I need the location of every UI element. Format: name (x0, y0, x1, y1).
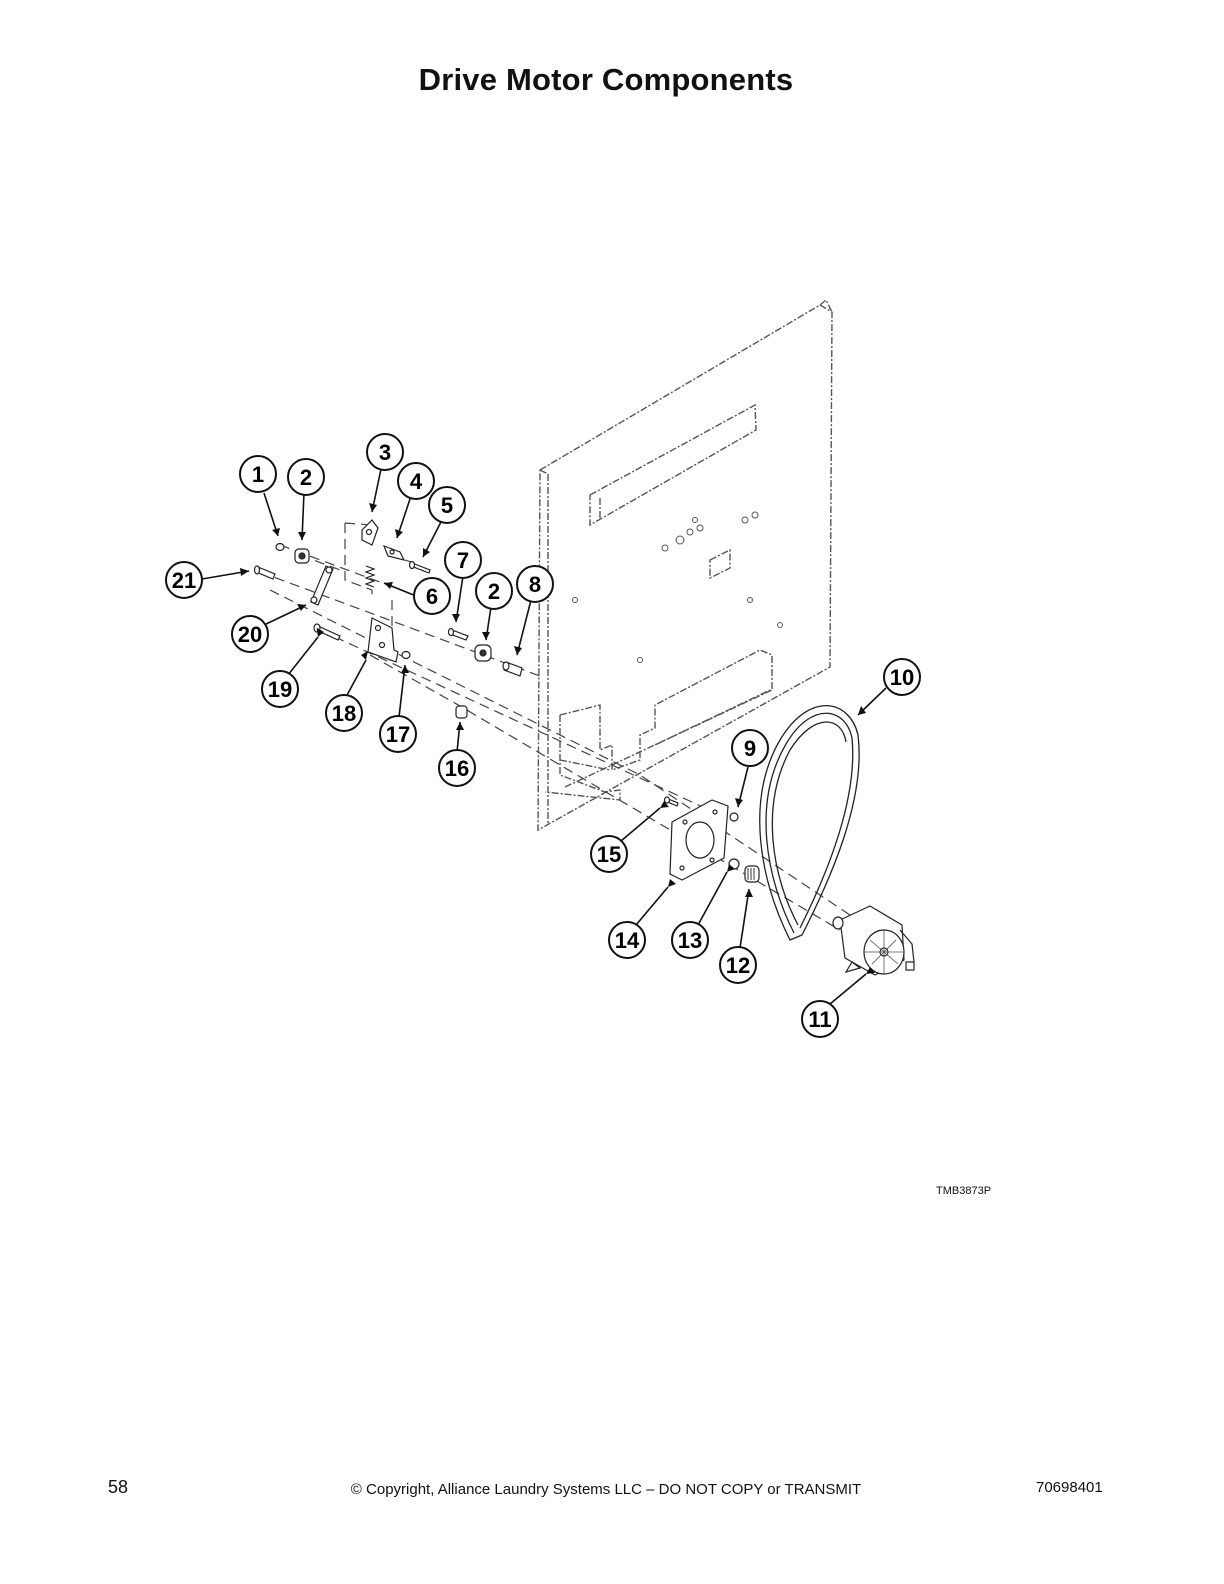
callout-14: 14 (608, 921, 646, 959)
part-screw-15 (663, 796, 679, 807)
callouts: 1 2 3 4 5 6 7 2 8 10 9 21 20 19 18 17 16… (165, 433, 921, 1038)
callout-12: 12 (719, 946, 757, 984)
page-number: 58 (108, 1477, 129, 1497)
part-belt-10 (759, 704, 860, 941)
callout-label: 3 (379, 440, 391, 465)
callout-label: 11 (808, 1007, 831, 1032)
callout-2a: 2 (287, 458, 325, 496)
callout-4: 4 (397, 462, 435, 500)
document-number: 70698401 (1036, 1479, 1103, 1496)
callout-label: 19 (268, 677, 292, 702)
callout-label: 9 (744, 736, 756, 761)
callout-label: 17 (386, 722, 410, 747)
figure-id: TMB3873P (936, 1185, 992, 1197)
panel-holes (572, 511, 783, 663)
copyright-notice: © Copyright, Alliance Laundry Systems LL… (350, 1481, 862, 1498)
callout-label: 2 (300, 465, 312, 490)
callout-7: 7 (444, 541, 482, 579)
page-title: Drive Motor Components (418, 62, 794, 97)
callout-13: 13 (671, 921, 709, 959)
callout-label: 10 (890, 665, 914, 690)
callout-label: 7 (457, 548, 469, 573)
callout-10: 10 (883, 658, 921, 696)
callout-label: 14 (615, 928, 640, 953)
callout-label: 1 (252, 462, 264, 487)
callout-18: 18 (325, 694, 363, 732)
part-bushing-2b (474, 644, 492, 662)
part-mount-plate-14 (669, 799, 729, 881)
callout-label: 8 (529, 572, 541, 597)
callout-label: 21 (172, 568, 196, 593)
part-spring-6 (364, 565, 376, 588)
callout-11: 11 (801, 1000, 839, 1038)
callout-17: 17 (379, 715, 417, 753)
callout-8: 8 (516, 565, 554, 603)
callout-21: 21 (165, 561, 203, 599)
part-lever-3 (361, 519, 379, 546)
part-spacer-16 (455, 705, 468, 719)
part-pin-21 (253, 565, 276, 580)
arrow-heads (240, 503, 875, 974)
part-link-arm-20 (310, 565, 334, 606)
part-nut-1 (275, 542, 285, 552)
part-motor-11 (832, 905, 915, 976)
callout-label: 13 (678, 928, 702, 953)
rear-panel (537, 298, 833, 832)
part-plate-4 (382, 544, 406, 561)
callout-20: 20 (231, 615, 269, 653)
callout-label: 12 (726, 953, 750, 978)
callout-label: 18 (332, 701, 356, 726)
callout-16: 16 (438, 749, 476, 787)
callout-label: 2 (488, 579, 500, 604)
part-nut-17 (401, 650, 411, 660)
callout-label: 20 (238, 622, 262, 647)
part-pulley-12 (744, 865, 760, 883)
callout-19: 19 (261, 670, 299, 708)
callout-label: 4 (410, 469, 423, 494)
callout-label: 16 (445, 756, 469, 781)
callout-1: 1 (239, 455, 277, 493)
callout-6: 6 (413, 577, 451, 615)
part-spacer-8 (502, 661, 523, 677)
part-bracket-18 (367, 617, 399, 663)
callout-label: 6 (426, 584, 438, 609)
callout-3: 3 (366, 433, 404, 471)
callout-5: 5 (428, 486, 466, 524)
part-screw-5 (408, 560, 431, 574)
callout-15: 15 (590, 835, 628, 873)
callout-2b: 2 (475, 572, 513, 610)
callout-label: 15 (597, 842, 621, 867)
callout-9: 9 (731, 729, 769, 767)
part-bushing-2a (294, 548, 310, 564)
part-screw-7 (447, 627, 469, 641)
callout-label: 5 (441, 493, 453, 518)
parts (253, 519, 915, 976)
part-nut-9 (729, 812, 739, 822)
